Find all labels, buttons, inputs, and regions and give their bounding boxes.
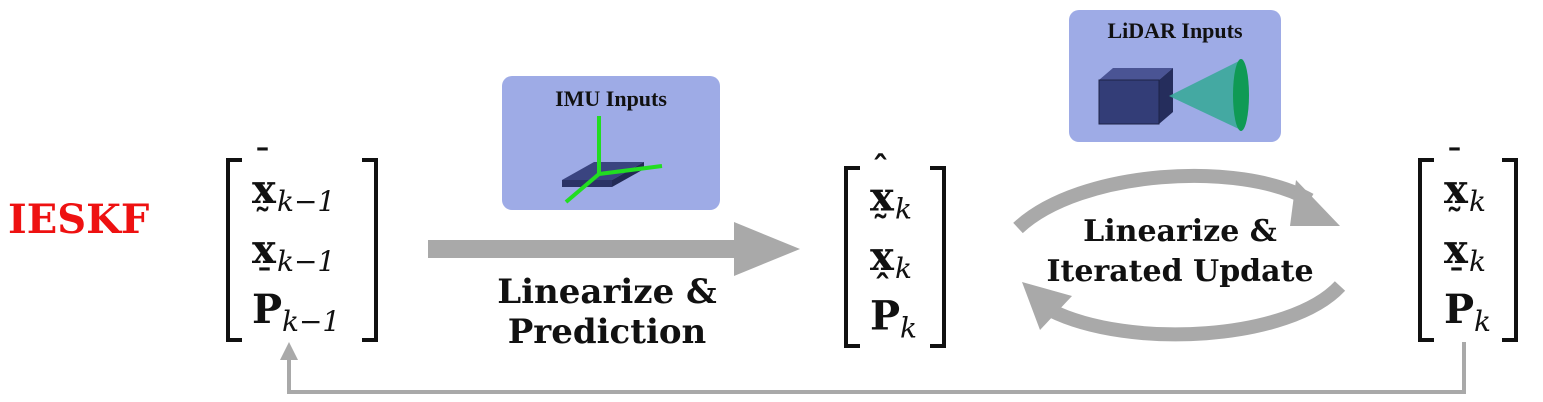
lidar-scanner-icon: [1098, 59, 1249, 131]
matrix-entry-accent: ˆ: [872, 150, 889, 190]
imu-inputs-title: IMU Inputs: [555, 86, 667, 111]
matrix-entry-accent: ¯: [254, 142, 271, 182]
matrix-entry-symbol: x: [870, 233, 895, 280]
matrix-entry-symbol: P: [870, 292, 900, 339]
matrix-entry-symbol: x: [1444, 166, 1469, 213]
matrix-entry-subscript: k−1: [282, 305, 340, 338]
update-label-line-2: Iterated Update: [1046, 254, 1314, 289]
prediction-arrow: [428, 222, 800, 276]
imu-inputs-panel: IMU Inputs: [502, 76, 720, 210]
update-label-line-1: Linearize &: [1083, 214, 1277, 249]
feedback-arrow: [280, 342, 1466, 394]
filter-title: IESKF: [8, 196, 150, 243]
update-return-arrow: [1022, 281, 1346, 342]
imu-axes-icon: [562, 116, 663, 204]
matrix-entry-symbol: P: [252, 286, 282, 333]
matrix-entry-subscript: k: [1469, 245, 1486, 278]
matrix-entry-symbol: x: [252, 166, 277, 213]
matrix-entry-subscript: k−1: [277, 185, 335, 218]
matrix-entry-symbol: x: [252, 226, 277, 273]
matrix-entry-symbol: x: [1444, 226, 1469, 273]
matrix-entry-accent: ˜: [872, 209, 889, 249]
matrix-entry-subscript: k: [1474, 305, 1491, 338]
prediction-label-line-1: Linearize &: [497, 272, 717, 312]
matrix-entry-accent: ¯: [1448, 262, 1465, 302]
prediction-label-line-2: Prediction: [507, 312, 707, 352]
left-bracket: [844, 166, 860, 348]
matrix-entry-subscript: k−1: [277, 245, 335, 278]
matrix-entry-accent: ˜: [1446, 202, 1463, 242]
matrix-entry-accent: ¯: [256, 262, 273, 302]
prediction-label: Linearize & Prediction: [462, 272, 752, 352]
matrix-entry-subscript: k: [1469, 185, 1486, 218]
matrix-entry-symbol: x: [870, 174, 895, 221]
right-bracket: [930, 166, 946, 348]
right-bracket: [362, 158, 378, 342]
update-label: Linearize & Iterated Update: [1015, 212, 1345, 292]
lidar-inputs-panel: LiDAR Inputs: [1069, 10, 1281, 142]
state-vector-previous: x¯k−1x˜k−1P¯k−1: [226, 142, 378, 342]
left-bracket: [226, 158, 242, 342]
update-forward-arrow: [1013, 168, 1340, 234]
matrix-entry-accent: ¯: [1446, 142, 1463, 182]
right-bracket: [1502, 158, 1518, 342]
matrix-entry-subscript: k: [900, 311, 917, 344]
matrix-entry-subscript: k: [895, 193, 912, 226]
matrix-entry-subscript: k: [895, 252, 912, 285]
matrix-entry-accent: ˆ: [874, 268, 891, 308]
matrix-entry-symbol: P: [1444, 286, 1474, 333]
state-vector-updated: x¯kx˜kP¯k: [1418, 142, 1518, 342]
matrix-entry-accent: ˜: [254, 202, 271, 242]
lidar-inputs-title: LiDAR Inputs: [1107, 18, 1243, 43]
left-bracket: [1418, 158, 1434, 342]
